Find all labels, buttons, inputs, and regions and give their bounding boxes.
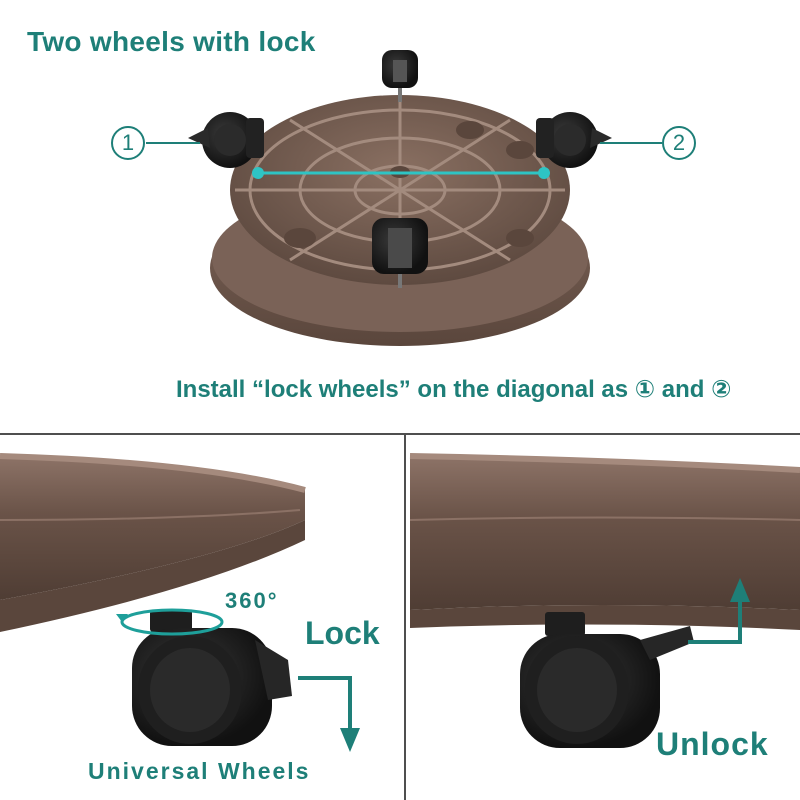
panel-title: Two wheels with lock [27, 26, 316, 57]
install-caption: Install “lock wheels” on the diagonal as… [176, 376, 732, 403]
marker-1: 1 [111, 126, 145, 160]
closeup-unlock-illustration [409, 453, 800, 748]
plant-caddy-tray [210, 95, 590, 346]
caster-wheel-top [382, 50, 418, 102]
panel-divider-horizontal [0, 433, 800, 435]
lock-label: Lock [305, 615, 380, 651]
universal-wheels-label: Universal Wheels [88, 758, 311, 784]
diagonal-indicator [252, 167, 550, 179]
panel-divider-vertical [404, 433, 406, 800]
lock-arrow-down-icon [298, 676, 360, 752]
lock-caster-wheel-2 [536, 112, 612, 168]
unlock-arrow-up-icon [688, 578, 750, 644]
unlock-label: Unlock [656, 726, 769, 762]
lock-caster-wheel-1 [188, 112, 264, 168]
marker-2: 2 [662, 126, 696, 160]
rotation-label: 360° [225, 588, 279, 613]
closeup-lock-illustration [0, 453, 306, 746]
caster-wheel-front [372, 218, 428, 288]
